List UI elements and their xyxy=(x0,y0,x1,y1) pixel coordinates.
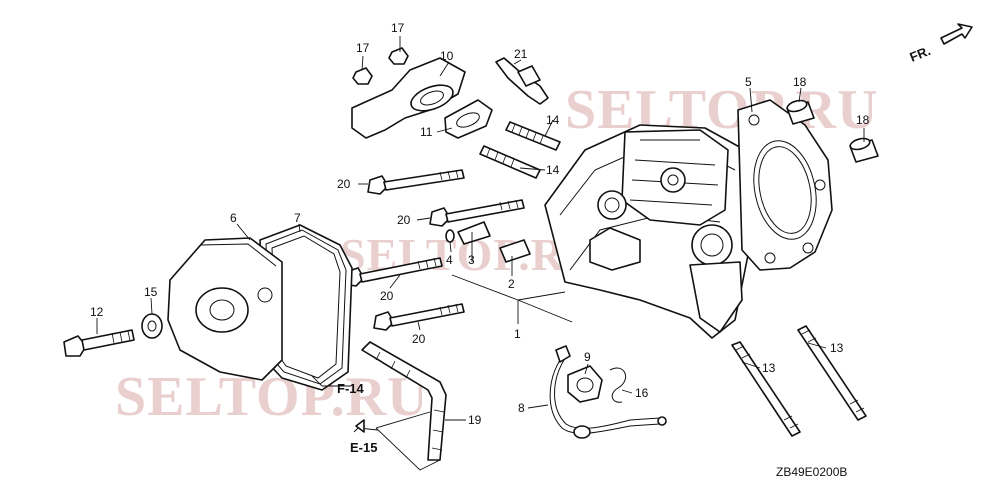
spark-plug xyxy=(495,57,549,105)
head-cover xyxy=(167,237,283,381)
callout-9: 9 xyxy=(584,350,591,364)
long-stud-left xyxy=(731,341,801,437)
callout-14-upper: 14 xyxy=(546,113,560,127)
callout-18-upper: 18 xyxy=(793,75,807,89)
front-direction-label: FR. xyxy=(908,43,933,65)
watermark-bottom: SELTOP.RU xyxy=(115,366,429,428)
callout-20-a: 20 xyxy=(337,177,351,191)
dowel-pin-3 xyxy=(457,221,491,245)
callout-21: 21 xyxy=(514,47,528,61)
reference-e15-label: E-15 xyxy=(350,440,377,455)
dowel-pin-2 xyxy=(499,239,531,263)
cylinder-head xyxy=(544,124,756,339)
callout-labels: 17 17 10 21 11 14 14 20 20 20 20 5 18 18… xyxy=(90,21,870,427)
callout-17-upper: 17 xyxy=(391,21,405,35)
flange-bolt-1 xyxy=(367,169,465,195)
callout-7: 7 xyxy=(294,211,301,225)
stud-bolt-upper xyxy=(505,121,561,151)
callout-12: 12 xyxy=(90,305,104,319)
callout-8: 8 xyxy=(518,401,525,415)
dowel-pin-upper xyxy=(786,99,815,125)
callout-5: 5 xyxy=(745,75,752,89)
front-direction-arrow: FR. xyxy=(908,23,973,65)
callout-3: 3 xyxy=(468,253,475,267)
diagram-code: ZB49E0200B xyxy=(776,465,847,479)
callout-15: 15 xyxy=(144,285,158,299)
callout-10: 10 xyxy=(440,49,454,63)
callout-20-b: 20 xyxy=(397,213,411,227)
dowel-pin-lower xyxy=(849,137,879,163)
callout-18-lower: 18 xyxy=(856,113,870,127)
callout-6: 6 xyxy=(230,211,237,225)
callout-14-lower: 14 xyxy=(546,163,560,177)
intake-gasket xyxy=(444,99,493,139)
sensor-wire-harness xyxy=(549,345,667,439)
callout-13-left: 13 xyxy=(762,361,776,375)
head-gasket xyxy=(737,99,833,271)
flange-bolt-4 xyxy=(373,303,465,331)
washer-4 xyxy=(445,229,455,243)
callout-16: 16 xyxy=(635,386,649,400)
cover-bolt xyxy=(63,329,135,357)
callout-17-lower: 17 xyxy=(356,41,370,55)
callout-4: 4 xyxy=(446,253,453,267)
flange-nut-upper xyxy=(388,47,409,65)
reference-e15: E-15 xyxy=(350,419,377,455)
callout-20-d: 20 xyxy=(412,332,426,346)
callout-1: 1 xyxy=(514,327,521,341)
callout-20-c: 20 xyxy=(380,289,394,303)
sealing-washer xyxy=(141,313,163,339)
long-stud-right xyxy=(797,325,867,421)
intake-manifold xyxy=(351,57,466,139)
reference-f14-label: F-14 xyxy=(337,381,365,396)
reference-f14: F-14 xyxy=(337,381,365,396)
callout-13-right: 13 xyxy=(830,341,844,355)
callout-19: 19 xyxy=(468,413,482,427)
wire-clip xyxy=(609,367,627,403)
callout-2: 2 xyxy=(508,277,515,291)
callout-11: 11 xyxy=(420,125,433,139)
sensor-cover xyxy=(567,365,603,403)
stud-bolt-lower xyxy=(479,145,541,179)
leader-lines xyxy=(96,36,865,471)
watermark-top: SELTOP.RU xyxy=(565,79,879,141)
flange-nut-lower xyxy=(352,67,373,85)
flange-bolt-2 xyxy=(429,199,525,227)
